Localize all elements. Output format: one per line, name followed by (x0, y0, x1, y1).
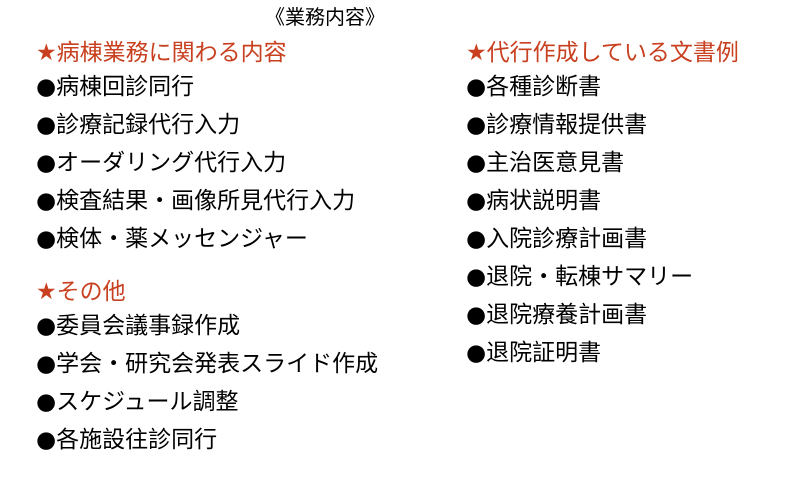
list-item: ●入院診療計画書 (466, 226, 648, 252)
list-item: ●スケジュール調整 (36, 389, 239, 415)
list-item: ●委員会議事録作成 (36, 313, 241, 339)
list-item: ●病状説明書 (466, 188, 602, 214)
section-heading: ★その他 (36, 279, 126, 305)
item-list: ●病棟回診同行 ●診療記録代行入力 ●オーダリング代行入力 ●検査結果・画像所見… (36, 68, 378, 258)
left-column: ★病棟業務に関わる内容 ●病棟回診同行 ●診療記録代行入力 ●オーダリング代行入… (36, 38, 378, 459)
section-heading: ★病棟業務に関わる内容 (36, 40, 287, 66)
section-document-examples: ★代行作成している文書例 ●各種診断書 ●診療情報提供書 ●主治医意見書 ●病状… (466, 38, 739, 372)
list-item: ●診療情報提供書 (466, 112, 648, 138)
list-item: ●退院・転棟サマリー (466, 264, 694, 290)
section-heading: ★代行作成している文書例 (466, 40, 739, 66)
item-list: ●各種診断書 ●診療情報提供書 ●主治医意見書 ●病状説明書 ●入院診療計画書 … (466, 68, 739, 372)
page-title: 《業務内容》 (265, 5, 385, 29)
list-item: ●検査結果・画像所見代行入力 (36, 188, 356, 214)
item-list: ●委員会議事録作成 ●学会・研究会発表スライド作成 ●スケジュール調整 ●各施設… (36, 307, 378, 459)
list-item: ●病棟回診同行 (36, 74, 195, 100)
list-item: ●主治医意見書 (466, 150, 625, 176)
list-item: ●退院療養計画書 (466, 302, 648, 328)
section-other: ★その他 ●委員会議事録作成 ●学会・研究会発表スライド作成 ●スケジュール調整… (36, 277, 378, 459)
list-item: ●各施設往診同行 (36, 427, 218, 453)
list-item: ●オーダリング代行入力 (36, 150, 287, 176)
right-column: ★代行作成している文書例 ●各種診断書 ●診療情報提供書 ●主治医意見書 ●病状… (466, 38, 739, 372)
list-item: ●診療記録代行入力 (36, 112, 241, 138)
list-item: ●各種診断書 (466, 74, 602, 100)
list-item: ●学会・研究会発表スライド作成 (36, 351, 379, 377)
section-ward-duties: ★病棟業務に関わる内容 ●病棟回診同行 ●診療記録代行入力 ●オーダリング代行入… (36, 38, 378, 258)
list-item: ●退院証明書 (466, 340, 602, 366)
list-item: ●検体・薬メッセンジャー (36, 226, 308, 252)
